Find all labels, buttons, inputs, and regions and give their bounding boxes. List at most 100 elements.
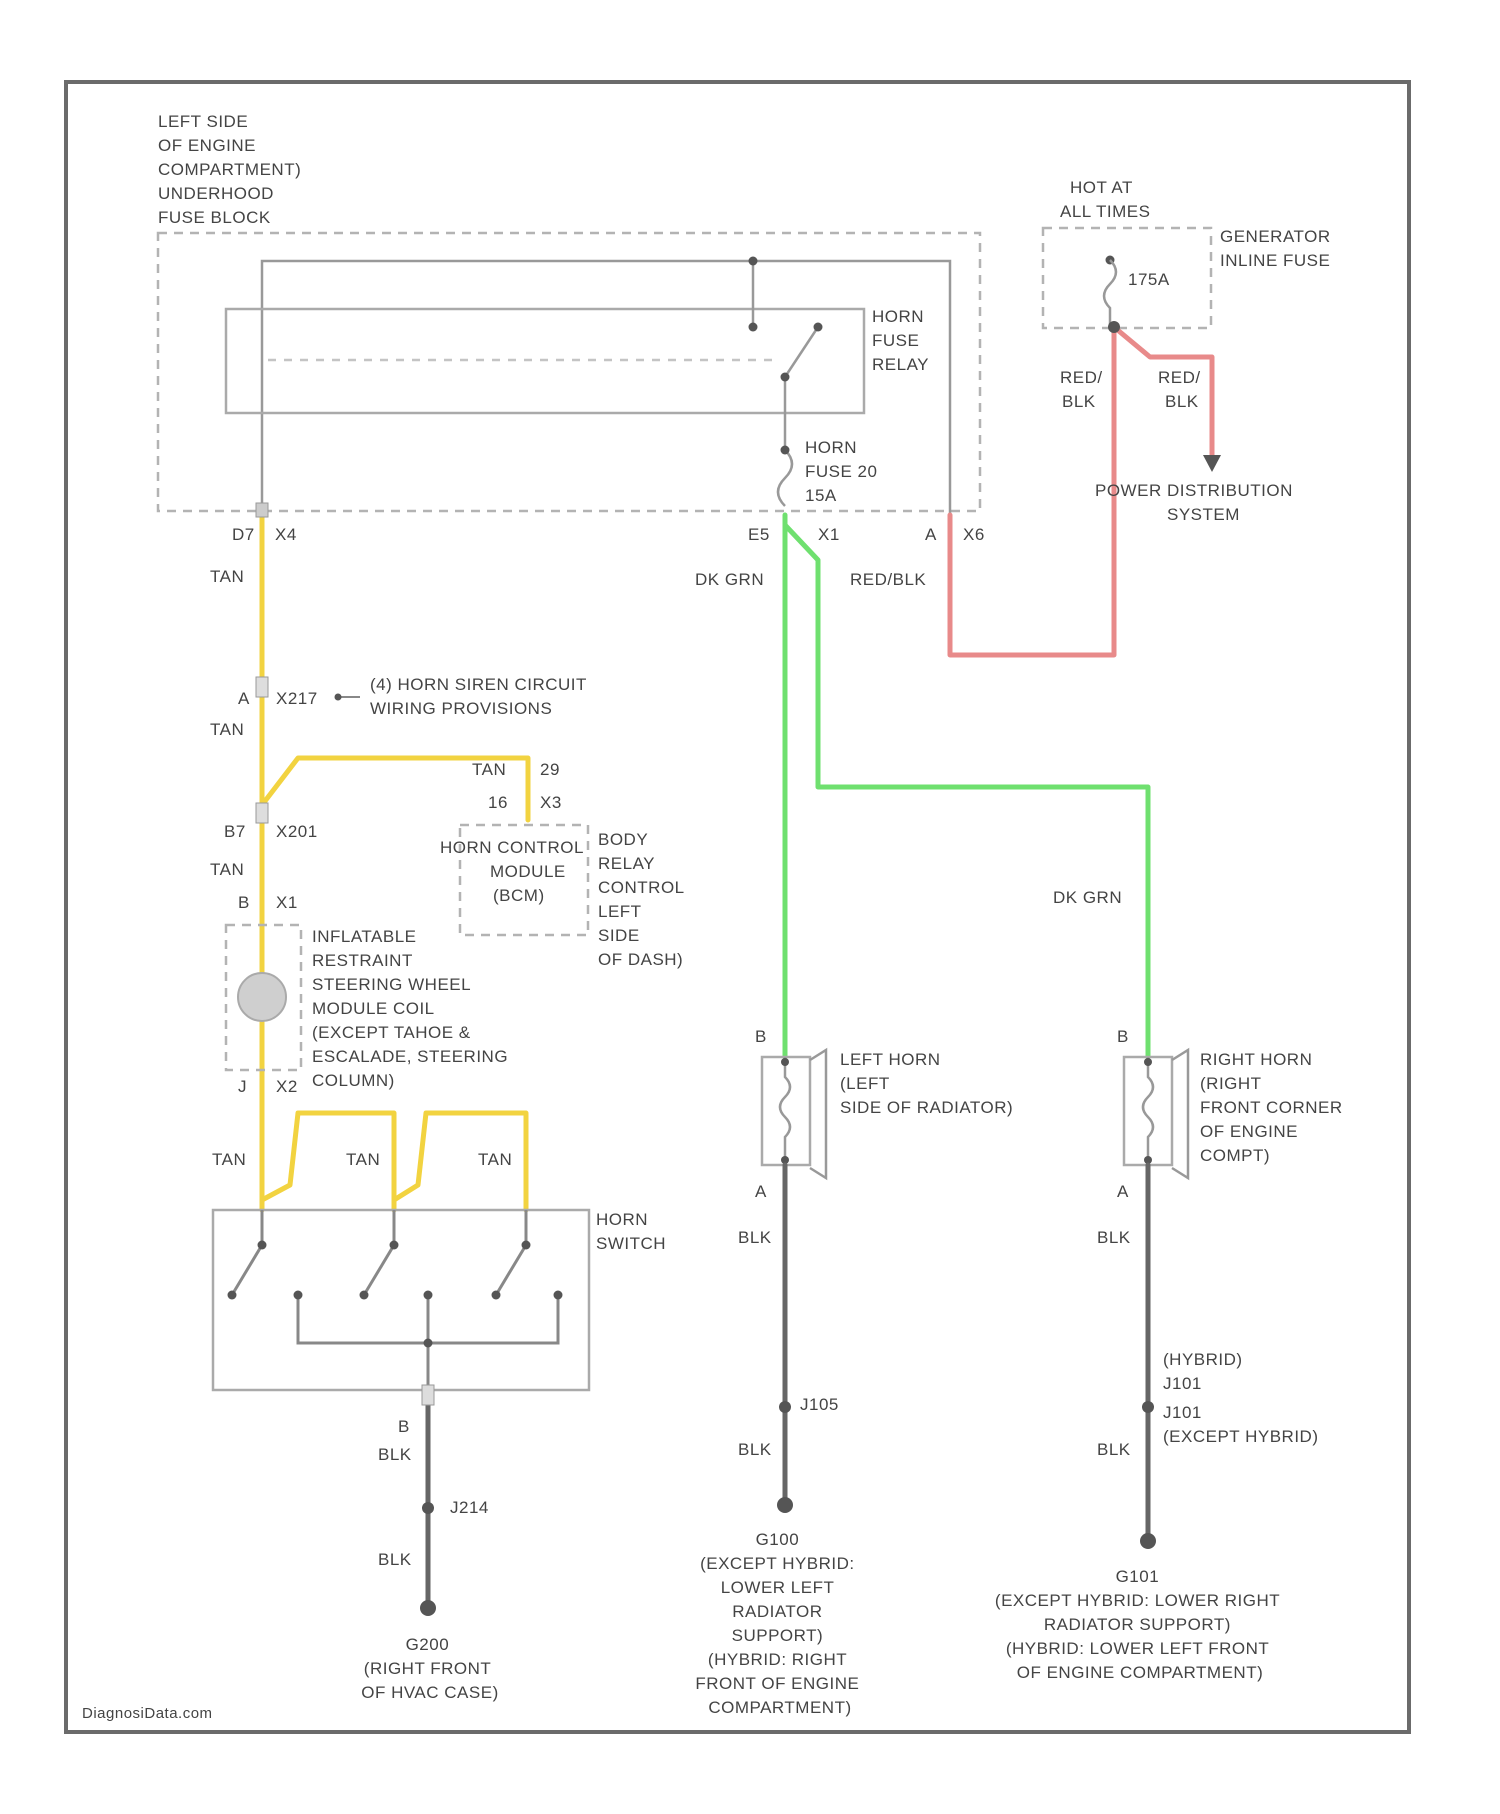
generator-inline-fuse: HOT AT ALL TIMES 175A GENERATOR INLINE F…: [1043, 178, 1336, 328]
airbag-coil-label-line: (EXCEPT TAHOE &: [312, 1023, 471, 1042]
right-horn-label-line: FRONT CORNER: [1200, 1098, 1343, 1117]
horn-switch-box: [213, 1210, 589, 1390]
horn-switch-contacts: [232, 1210, 558, 1390]
left-horn-coil: [780, 1057, 790, 1165]
connector-a-fuse: A: [925, 525, 937, 544]
wire-label-blk-left-1: BLK: [738, 1228, 772, 1247]
horn-switch-label-line: SWITCH: [596, 1234, 666, 1253]
wire-label-blk-right-1: BLK: [1097, 1228, 1131, 1247]
diagram-frame: [66, 82, 1409, 1732]
right-horn-bell: [1172, 1050, 1188, 1178]
ground-g100-label-line: SUPPORT): [732, 1626, 824, 1645]
svg-text:J101 (EXCEPT HYBRID): J101 (EXCEPT HYBRID): [1163, 1403, 1319, 1446]
splice-j101-hybrid-line: J101: [1163, 1374, 1202, 1393]
svg-text:GENERATOR INLINE FUSE: GENERATOR INLINE FUSE: [1220, 227, 1336, 270]
fuse-block-label-line: OF ENGINE: [158, 136, 256, 155]
connector-b-horn-switch: B: [398, 1417, 410, 1436]
bcm-side-label-line: OF DASH): [598, 950, 683, 969]
wire-label-red-blk-a: RED/: [1060, 368, 1103, 387]
red-blk-splice-dot: [1108, 321, 1120, 333]
horn-switch-label-line: HORN: [596, 1210, 648, 1229]
bcm-side-label-line: LEFT: [598, 902, 641, 921]
watermark: DiagnosiData.com: [82, 1705, 213, 1722]
connector-a-x217: A: [238, 689, 250, 708]
ground-g101-label-line: RADIATOR SUPPORT): [1044, 1615, 1231, 1634]
connector-b7: B7: [224, 822, 246, 841]
generator-fuse-label-line: INLINE FUSE: [1220, 251, 1330, 270]
ground-g101-label-line: G101: [1116, 1567, 1160, 1586]
wire-label-tan-sw2: TAN: [346, 1150, 380, 1169]
horn-control-module-bcm: HORN CONTROL MODULE (BCM) BODY RELAY CON…: [440, 825, 689, 969]
generator-fuse-label-line: GENERATOR: [1220, 227, 1331, 246]
dk-grn-circuit: DK GRN DK GRN: [695, 515, 1148, 1057]
ground-g100-label-line: (EXCEPT HYBRID:: [700, 1554, 855, 1573]
wire-label-blk-switch-1: BLK: [378, 1445, 412, 1464]
splice-j101-except-line: J101: [1163, 1403, 1202, 1422]
wire-label-tan-sw1: TAN: [212, 1150, 246, 1169]
wire-label-tan-3: TAN: [210, 860, 244, 879]
power-distribution-label: SYSTEM: [1167, 505, 1240, 524]
ground-g200-label-line: (RIGHT FRONT: [364, 1659, 491, 1678]
airbag-coil-label-line: ESCALADE, STEERING: [312, 1047, 508, 1066]
left-horn-pin-dot: [781, 1058, 789, 1066]
ground-g100-label-line: G100: [756, 1530, 800, 1549]
bcm-side-label-line: BODY: [598, 830, 648, 849]
splice-j105: J105: [800, 1395, 839, 1414]
ground-g101-dot: [1140, 1533, 1156, 1549]
connector-x201-pin: [256, 803, 268, 823]
svg-text:HORN SWITCH: HORN SWITCH: [596, 1210, 666, 1253]
svg-text:G100 (EXCEPT HYBRID:: G100 (EXCEPT HYBRID: LOWER LEFT RADIATOR…: [695, 1530, 864, 1717]
horn-fuse-label-line: 15A: [805, 486, 837, 505]
svg-text:HORN CONTROL MODULE: HORN CONTROL MODULE (BCM): [440, 838, 589, 905]
wire-label-dk-grn-left: DK GRN: [695, 570, 764, 589]
generator-fuse-symbol: [1104, 260, 1116, 326]
generator-fuse-outline: [1043, 228, 1211, 328]
splice-j101-except-line: (EXCEPT HYBRID): [1163, 1427, 1319, 1446]
connector-pin-29: 29: [540, 760, 560, 779]
right-horn-label-line: (RIGHT: [1200, 1074, 1261, 1093]
arrow-to-pds: [1203, 455, 1221, 472]
relay-output-dot: [781, 373, 790, 382]
ground-g100-dot: [777, 1497, 793, 1513]
wire-label-red-blk: RED/BLK: [850, 570, 926, 589]
right-horn-coil: [1143, 1057, 1153, 1165]
splice-j214-dot: [422, 1502, 434, 1514]
ground-g101-label-line: (EXCEPT HYBRID: LOWER RIGHT: [995, 1591, 1280, 1610]
connector-x1-airbag: X1: [276, 893, 298, 912]
ground-g100-label-line: LOWER LEFT: [721, 1578, 834, 1597]
bcm-label-line: (BCM): [493, 886, 545, 905]
connector-j-x2: J: [238, 1077, 247, 1096]
horn-switch-connector: [422, 1385, 434, 1405]
ground-g200-dot: [420, 1600, 436, 1616]
wire-label-dk-grn-right: DK GRN: [1053, 888, 1122, 907]
svg-text:RED/ BLK: RED/ BLK: [1158, 368, 1206, 411]
bcm-side-label-line: CONTROL: [598, 878, 684, 897]
fuse-block-label-line: LEFT SIDE: [158, 112, 248, 131]
x217-note-line: WIRING PROVISIONS: [370, 699, 552, 718]
svg-text:BODY RELAY CONTROL: BODY RELAY CONTROL LEFT SIDE OF DASH): [598, 830, 689, 969]
connector-b-left-horn: B: [755, 1027, 767, 1046]
right-horn: B RIGHT HORN (RIGHT FRONT CORNER OF ENGI…: [995, 1027, 1348, 1682]
relay-contact-dot: [814, 323, 823, 332]
svg-text:POWER DISTRIBUTION SYSTE: POWER DISTRIBUTION SYSTEM: [1095, 481, 1298, 524]
airbag-coil-label-line: STEERING WHEEL: [312, 975, 470, 994]
svg-text:HORN FUSE RELAY: HORN FUSE RELAY: [872, 307, 929, 374]
hot-at-all-times-line: ALL TIMES: [1060, 202, 1150, 221]
connector-x1-fuse: X1: [818, 525, 840, 544]
horn-relay-label-line: FUSE: [872, 331, 919, 350]
wire-label-tan-bcm: TAN: [472, 760, 506, 779]
ground-g100-label-line: COMPARTMENT): [708, 1698, 851, 1717]
svg-text:(4) HORN SIREN CIRCUIT W: (4) HORN SIREN CIRCUIT WIRING PROVISIONS: [370, 675, 592, 718]
splice-j105-dot: [779, 1401, 791, 1413]
left-horn-bell: [810, 1050, 826, 1178]
connector-e5: E5: [748, 525, 770, 544]
ground-g100-label-line: RADIATOR: [732, 1602, 822, 1621]
connector-x6: X6: [963, 525, 985, 544]
horn-switch: HORN SWITCH B BLK J214 BLK G200: [213, 1210, 666, 1702]
svg-text:HOT AT ALL TIMES: HOT AT ALL TIMES: [1060, 178, 1150, 221]
bcm-side-label-line: SIDE: [598, 926, 640, 945]
connector-x4-pin: [256, 503, 268, 517]
svg-text:INFLATABLE RESTRAINT: INFLATABLE RESTRAINT STEERING WHEEL MODU…: [312, 927, 513, 1090]
wire-label-blk-right-2: BLK: [1097, 1440, 1131, 1459]
connector-b-x1: B: [238, 893, 250, 912]
